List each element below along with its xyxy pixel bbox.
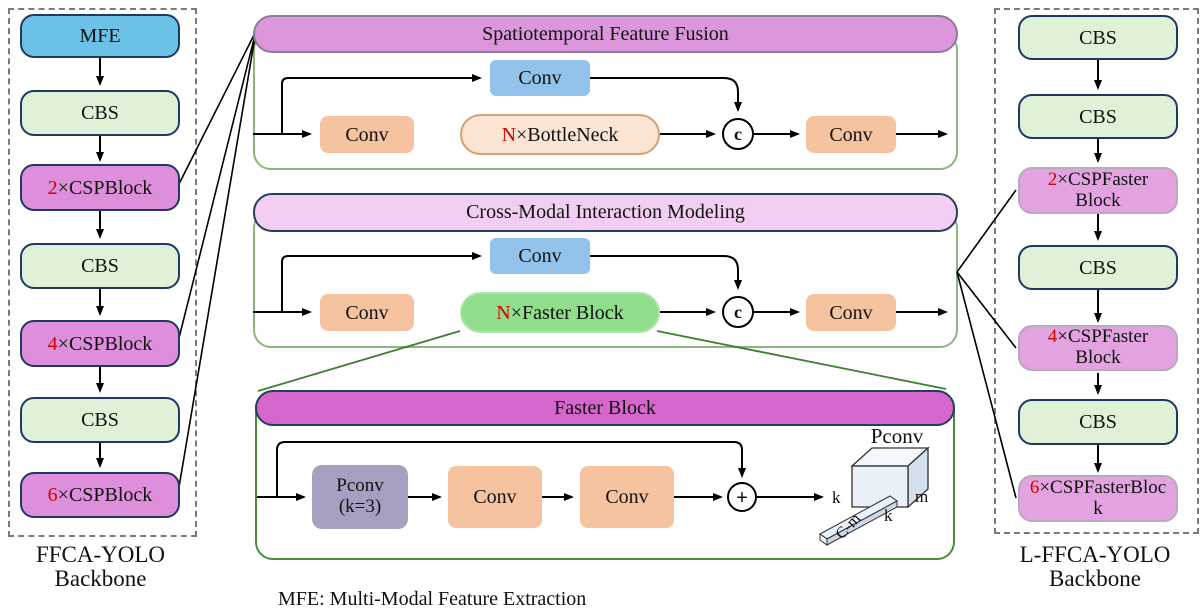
- block-label: ×CSPFasterBlock: [1039, 476, 1167, 519]
- fusion-conv-out: Conv: [806, 116, 896, 153]
- block-label: Conv: [829, 123, 873, 146]
- right-diverge-lines: [956, 189, 1017, 499]
- crossmodal-conv-out: Conv: [806, 294, 896, 331]
- crossmodal-conv-in: Conv: [320, 294, 414, 331]
- block-label: CBS: [1079, 411, 1117, 433]
- block-label: CBS: [1079, 256, 1117, 279]
- block-label: CBS: [81, 409, 119, 431]
- block-label: CBS: [81, 102, 119, 124]
- add-symbol: +: [736, 484, 748, 509]
- block-label: ×BottleNeck: [516, 123, 619, 146]
- right-backbone-caption: L-FFCA-YOLO Backbone: [994, 542, 1196, 592]
- right-block-6xcspfaster: 6×CSPFasterBlock: [1018, 475, 1178, 522]
- pconv-k-bottom-label: k: [884, 506, 893, 525]
- expansion-lines: [257, 330, 947, 392]
- footnote-text: MFE: Multi-Modal Feature Extraction: [278, 588, 587, 610]
- block-label: Conv: [829, 301, 873, 324]
- block-label: Conv: [345, 301, 389, 324]
- right-block-cbs-1: CBS: [1018, 15, 1178, 60]
- fusion-bottleneck-block: N×BottleNeck: [460, 114, 660, 155]
- crossmodal-conv-top: Conv: [490, 238, 590, 274]
- block-label: CBS: [81, 255, 119, 277]
- block-sublabel: (k=3): [338, 496, 382, 517]
- block-label: CBS: [1079, 26, 1117, 49]
- block-count: N: [501, 123, 517, 146]
- right-backbone-box: [994, 8, 1199, 534]
- right-block-cbs-3: CBS: [1018, 245, 1178, 290]
- footnote: MFE: Multi-Modal Feature Extraction: [278, 588, 586, 611]
- block-count: 2: [1047, 168, 1058, 190]
- fusion-concat-node: c: [722, 118, 754, 150]
- caption-line: Backbone: [54, 566, 147, 592]
- block-label: ×CSPBlock: [57, 484, 153, 506]
- pconv-k-left-label: k: [832, 488, 841, 507]
- crossmodal-fasterblock-pill: N×Faster Block: [460, 292, 660, 333]
- left-block-cbs-1: CBS: [20, 90, 180, 136]
- block-count: 6: [1029, 476, 1040, 498]
- block-label: ×Faster Block: [510, 301, 624, 324]
- fusion-conv-in: Conv: [320, 116, 414, 153]
- right-block-4xcspfaster: 4×CSPFaster Block: [1018, 325, 1178, 371]
- fusion-panel-title: Spatiotemporal Feature Fusion: [253, 15, 958, 53]
- pconv-m-label: m: [915, 487, 928, 506]
- pconv-diagram-title: Pconv: [871, 424, 924, 448]
- panel-title-text: Faster Block: [554, 396, 656, 419]
- left-block-2xcspblock: 2×CSPBlock: [20, 164, 180, 211]
- block-count: N: [496, 301, 511, 324]
- block-label: ×CSPFaster Block: [1057, 168, 1149, 211]
- block-label: CBS: [1079, 105, 1117, 128]
- block-label: MFE: [79, 25, 121, 47]
- block-label: ×CSPFaster Block: [1057, 326, 1149, 368]
- block-label: Pconv: [336, 475, 384, 497]
- left-block-4xcspblock: 4×CSPBlock: [20, 320, 180, 367]
- block-label: Conv: [518, 245, 562, 267]
- pconv-3d-diagram: Pconv k k m C-m: [819, 424, 930, 546]
- block-label: Conv: [345, 123, 389, 146]
- left-block-6xcspblock: 6×CSPBlock: [20, 472, 180, 518]
- crossmodal-panel-title: Cross-Modal Interaction Modeling: [253, 193, 958, 232]
- block-count: 2: [47, 176, 58, 199]
- fusion-conv-top: Conv: [490, 60, 590, 96]
- panel-title-text: Spatiotemporal Feature Fusion: [482, 22, 729, 45]
- block-count: 4: [1047, 326, 1058, 348]
- fasterblock-flow-lines: [257, 441, 824, 501]
- panel-title-text: Cross-Modal Interaction Modeling: [466, 201, 745, 223]
- concat-symbol: c: [734, 301, 742, 322]
- crossmodal-concat-node: c: [722, 296, 754, 328]
- left-backbone-caption: FFCA-YOLO Backbone: [0, 542, 201, 592]
- crossmodal-flow-lines: [253, 252, 948, 316]
- right-block-cbs-2: CBS: [1018, 94, 1178, 139]
- right-block-2xcspfaster: 2×CSPFaster Block: [1018, 167, 1178, 214]
- block-label: Conv: [473, 486, 517, 508]
- caption-line: Backbone: [1049, 566, 1141, 592]
- block-label: ×CSPBlock: [57, 332, 153, 355]
- block-label: ×CSPBlock: [57, 176, 153, 199]
- concat-symbol: c: [734, 123, 742, 144]
- fasterblock-conv-2: Conv: [580, 466, 674, 528]
- block-label: Conv: [605, 486, 649, 508]
- fasterblock-pconv: Pconv (k=3): [312, 465, 408, 529]
- right-block-cbs-4: CBS: [1018, 399, 1178, 445]
- fasterblock-add-node: +: [727, 482, 757, 512]
- fasterblock-conv-1: Conv: [448, 466, 542, 528]
- left-block-mfe: MFE: [20, 14, 180, 58]
- fusion-flow-lines: [253, 74, 948, 138]
- caption-line: FFCA-YOLO: [35, 542, 166, 567]
- left-block-cbs-3: CBS: [20, 397, 180, 443]
- left-block-cbs-2: CBS: [20, 243, 180, 289]
- block-count: 6: [47, 484, 58, 506]
- block-count: 4: [47, 332, 58, 355]
- caption-line: L-FFCA-YOLO: [1019, 542, 1171, 567]
- left-converge-lines: [177, 30, 257, 494]
- fasterblock-panel-title: Faster Block: [255, 390, 955, 426]
- block-label: Conv: [518, 67, 562, 89]
